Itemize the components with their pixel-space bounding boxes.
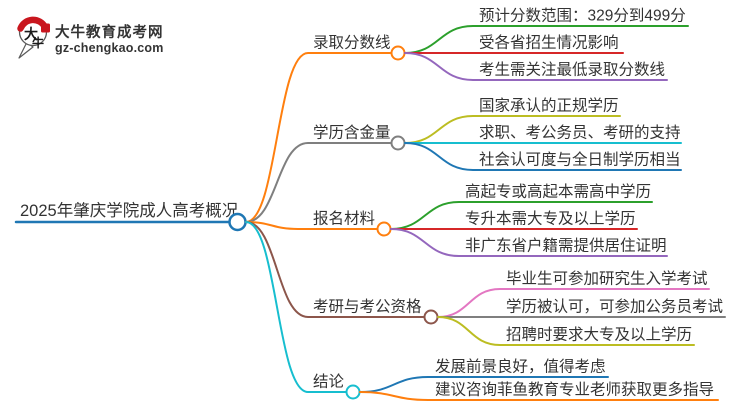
- branch-4-leaf-2-label: 学历被认可，可参加公务员考试: [506, 298, 723, 316]
- branch-5-leaf-1-label: 发展前景良好，值得考虑: [435, 358, 606, 376]
- branch-2-leaf-3-link: [404, 142, 682, 171]
- branch-3-link: [245, 221, 378, 230]
- branch-4-leaf-3-label: 招聘时要求大专及以上学历: [506, 326, 692, 344]
- logo-seal: [41, 23, 50, 33]
- branch-1-leaf-3-link: [404, 52, 668, 81]
- logo-title: 大牛教育成考网: [55, 23, 164, 41]
- logo-char-bottom: 牛: [32, 35, 44, 50]
- branch-1-label: 录取分数线: [313, 34, 391, 52]
- logo-subtitle: gz-chengkao.com: [55, 41, 164, 55]
- branch-3-leaf-2-label: 专升本需大专及以上学历: [465, 210, 636, 228]
- site-logo: 大 牛 大牛教育成考网 gz-chengkao.com: [17, 16, 164, 59]
- branch-1-leaf-2-label: 受各省招生情况影响: [479, 34, 619, 52]
- branch-2-toggle-circle[interactable]: [390, 135, 406, 151]
- branch-3-leaf-3-label: 非广东省户籍需提供居住证明: [465, 237, 667, 255]
- branch-conclusion: 结论 发展前景良好，值得考虑 建议咨询菲鱼教育专业老师获取更多指导: [245, 221, 719, 401]
- branch-5-label: 结论: [313, 373, 345, 391]
- root-node: 2025年肇庆学院成人高考概况: [14, 201, 247, 232]
- branch-2-leaf-2-label: 求职、考公务员、考研的支持: [479, 124, 681, 142]
- branch-4-link: [245, 221, 425, 318]
- branch-1-link: [245, 52, 392, 223]
- branch-4-toggle-circle[interactable]: [423, 309, 439, 325]
- branch-2-leaf-1-link: [404, 115, 621, 144]
- branch-3-toggle-circle[interactable]: [376, 221, 392, 237]
- branch-5-leaf-2-label: 建议咨询菲鱼教育专业老师获取更多指导: [435, 381, 714, 399]
- branch-2-link: [245, 142, 392, 223]
- branch-4-leaf-1-label: 毕业生可参加研究生入学考试: [506, 270, 708, 288]
- branch-2-leaf-1-label: 国家承认的正规学历: [479, 97, 619, 115]
- branch-4-leaf-3-link: [437, 316, 695, 346]
- branch-1-leaf-1-link: [404, 25, 689, 54]
- root-toggle-circle[interactable]: [228, 212, 247, 232]
- branch-registration-materials: 报名材料 高起专或高起本需高中学历 专升本需大专及以上学历 非广东省户籍需提供居…: [245, 183, 668, 257]
- branch-admission-scores: 录取分数线 预计分数范围：329分到499分 受各省招生情况影响 考生需关注最低…: [245, 7, 689, 223]
- root-label: 2025年肇庆学院成人高考概况: [20, 201, 238, 220]
- branch-4-leaf-1-link: [437, 288, 710, 318]
- logo-char-top: 大: [24, 26, 38, 42]
- branch-3-leaf-3-link: [390, 228, 668, 257]
- branch-5-leaf-2-link: [359, 391, 719, 401]
- branch-2-leaf-3-label: 社会认可度与全日制学历相当: [479, 151, 681, 169]
- branch-degree-value: 学历含金量 国家承认的正规学历 求职、考公务员、考研的支持 社会认可度与全日制学…: [245, 97, 682, 223]
- branch-2-label: 学历含金量: [313, 124, 391, 142]
- branch-4-label: 考研与考公资格: [313, 298, 422, 316]
- branch-3-leaf-1-link: [390, 201, 653, 230]
- branch-3-leaf-1-label: 高起专或高起本需高中学历: [465, 183, 651, 201]
- branch-5-toggle-circle[interactable]: [345, 384, 361, 400]
- branch-3-label: 报名材料: [313, 210, 375, 228]
- logo-bubble-icon: 大 牛: [17, 16, 50, 59]
- branch-postgrad-civil-service: 考研与考公资格 毕业生可参加研究生入学考试 学历被认可，可参加公务员考试 招聘时…: [245, 221, 726, 346]
- branch-1-leaf-1-label: 预计分数范围：329分到499分: [479, 7, 686, 25]
- branch-1-toggle-circle[interactable]: [390, 45, 406, 61]
- branch-5-link: [245, 221, 347, 393]
- branch-1-leaf-3-label: 考生需关注最低录取分数线: [479, 61, 665, 79]
